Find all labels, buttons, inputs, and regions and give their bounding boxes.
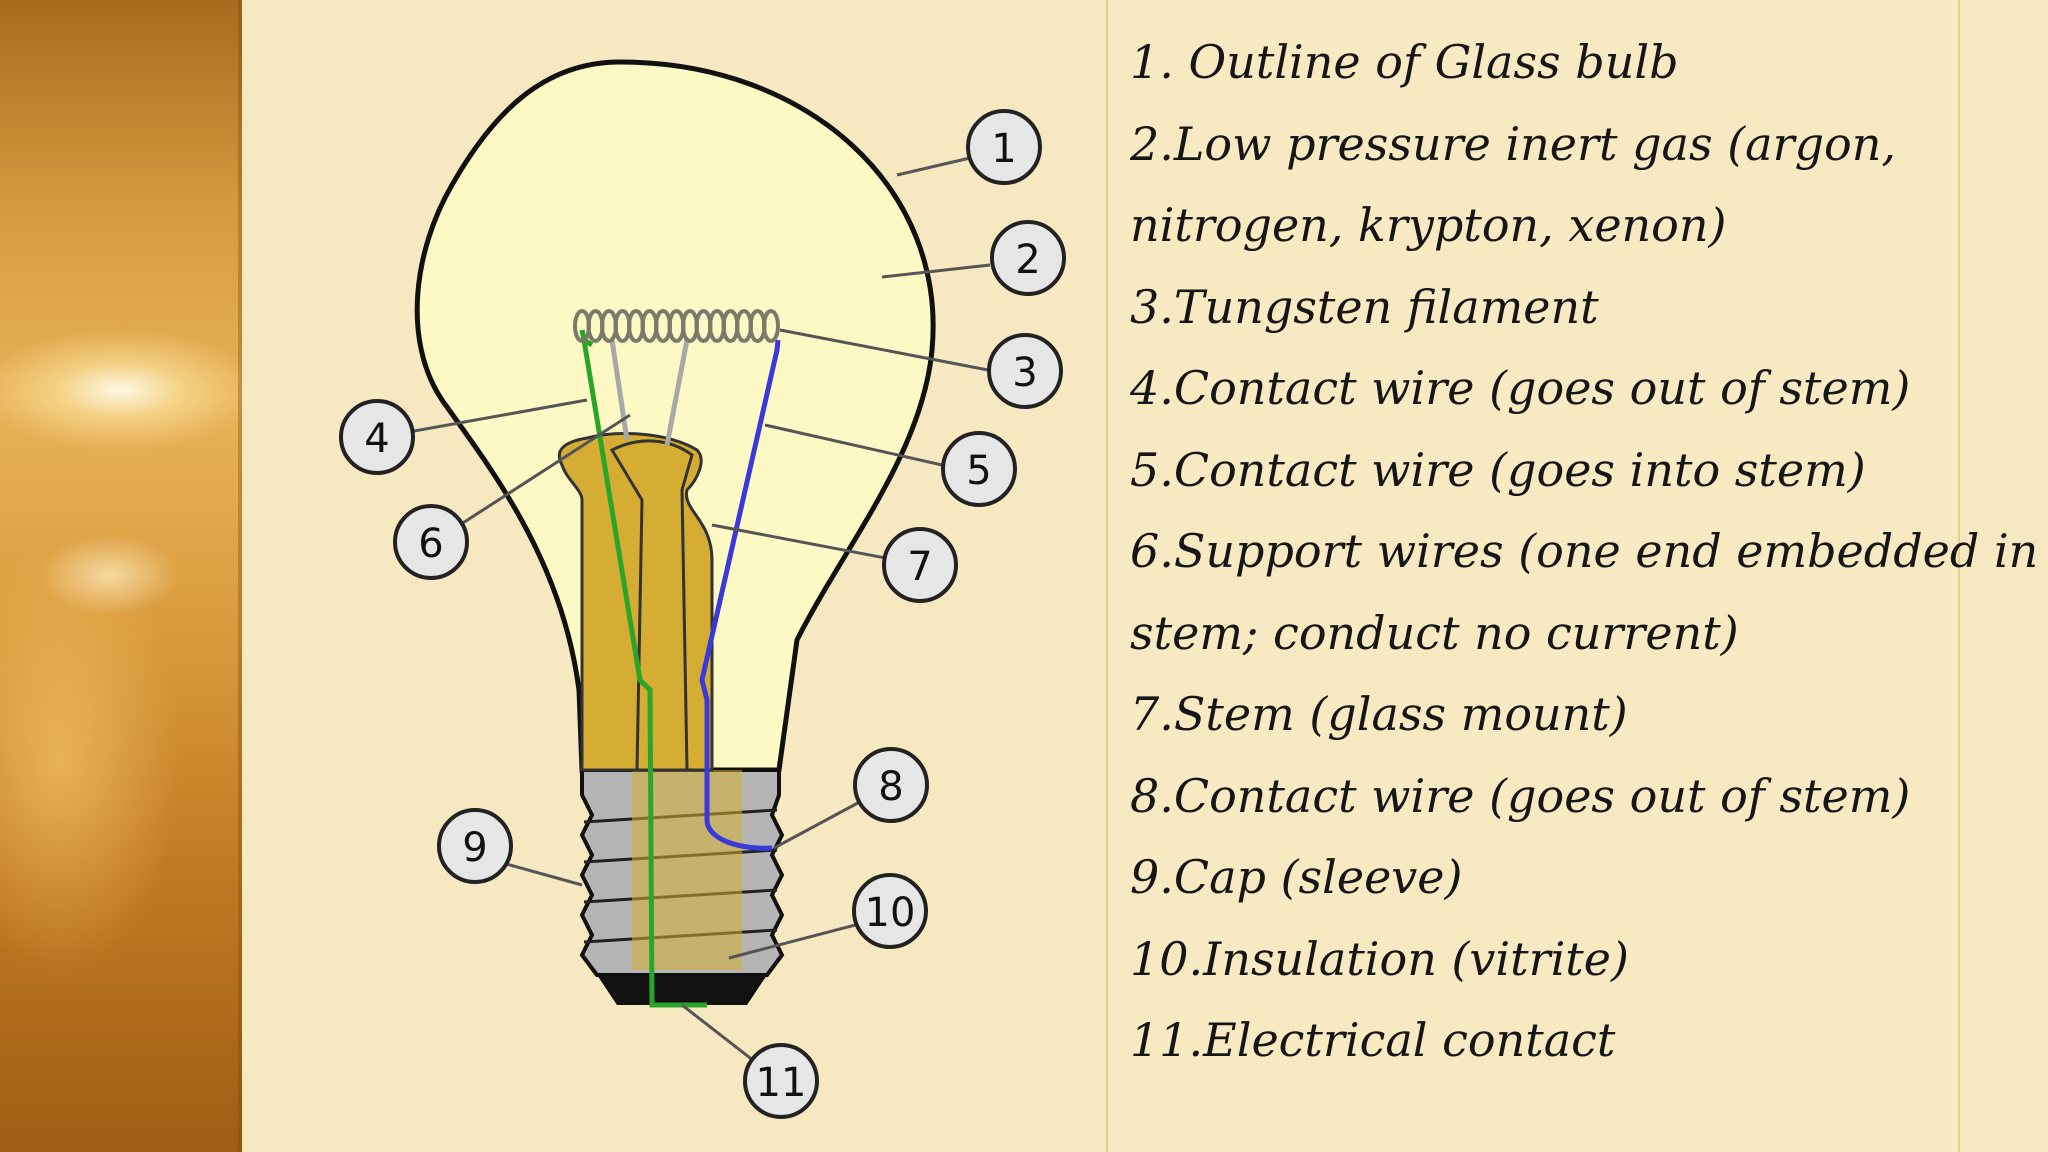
insulation-vitrite: [632, 770, 742, 970]
legend-item: 11.Electrical contact: [1130, 1013, 1616, 1067]
lightbulb-diagram-svg: 1 2 3 4 5 6 7 8 9 10 11: [339, 59, 1066, 1119]
callout-label: 6: [418, 521, 443, 567]
callout-label: 9: [462, 825, 487, 871]
lightbulb-diagram: 1 2 3 4 5 6 7 8 9 10 11: [242, 0, 1106, 1152]
callout-label: 2: [1015, 237, 1040, 283]
tungsten-filament: [573, 309, 780, 343]
callout-label: 11: [756, 1060, 807, 1106]
callout-8: 8: [853, 747, 929, 823]
legend-item: stem; conduct no current): [1130, 605, 1739, 660]
callout-6: 6: [393, 504, 469, 580]
callout-3: 3: [987, 333, 1063, 409]
callout-label: 10: [865, 890, 916, 936]
legend-item: 9.Cap (sleeve): [1130, 850, 1463, 904]
legend-panel: 1. Outline of Glass bulb 2.Low pressure …: [1106, 0, 2039, 1152]
callout-label: 4: [364, 416, 389, 462]
leader-lines: [391, 156, 991, 1077]
callout-label: 1: [991, 126, 1016, 172]
electrical-contact: [597, 975, 767, 1005]
legend-item: 4.Contact wire (goes out of stem): [1130, 361, 1911, 415]
legend-item: 2.Low pressure inert gas (argon,: [1130, 116, 1896, 171]
callout-1: 1: [966, 109, 1042, 185]
legend-item: 7.Stem (glass mount): [1130, 687, 1628, 741]
legend-item: 3.Tungsten filament: [1130, 279, 1599, 334]
legend-item: nitrogen, krypton, xenon): [1130, 198, 1727, 252]
callout-label: 8: [878, 764, 903, 810]
callout-7: 7: [882, 527, 958, 603]
legend-item: 1. Outline of Glass bulb: [1130, 35, 1679, 89]
legend-item: 6.Support wires (one end embedded in: [1130, 524, 2039, 578]
callout-9: 9: [437, 808, 513, 884]
legend-item: 5.Contact wire (goes into stem): [1130, 442, 1866, 497]
contact-wire-blue: [699, 339, 781, 851]
callout-4: 4: [339, 399, 415, 475]
stem-body: [609, 439, 694, 772]
legend-item: 10.Insulation (vitrite): [1130, 931, 1629, 986]
callout-label: 7: [907, 544, 932, 590]
filament-coil-loop: [762, 309, 780, 343]
callout-label: 3: [1012, 350, 1037, 396]
callout-label: 5: [966, 448, 991, 494]
legend-item: 8.Contact wire (goes out of stem): [1130, 768, 1911, 823]
callout-10: 10: [852, 873, 928, 949]
glass-bulb-outline: [414, 59, 936, 773]
lightbulb-photo-strip: [0, 0, 242, 1152]
support-wires: [609, 339, 690, 446]
callout-5: 5: [941, 431, 1017, 507]
callout-11: 11: [743, 1043, 819, 1119]
callout-2: 2: [990, 220, 1066, 296]
legend-list: 1. Outline of Glass bulb 2.Low pressure …: [1108, 0, 2039, 1082]
